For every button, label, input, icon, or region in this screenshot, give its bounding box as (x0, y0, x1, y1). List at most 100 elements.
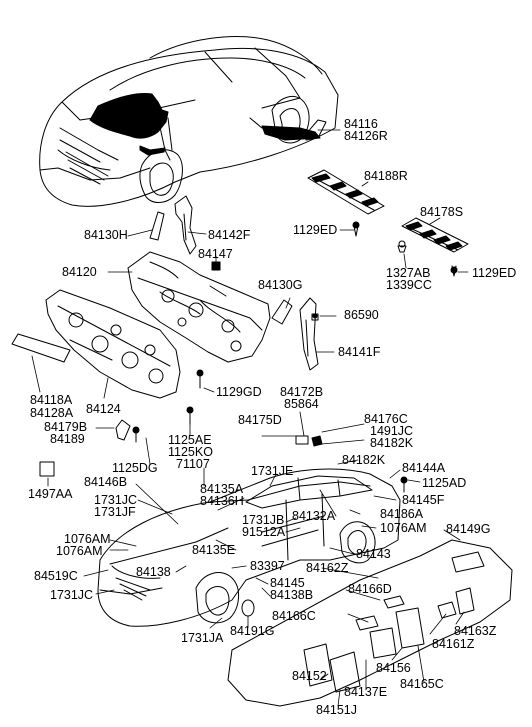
label-84130H: 84130H (84, 228, 128, 242)
label-84175D: 84175D (238, 413, 282, 427)
tag-1497AA-shape (39, 461, 55, 477)
label-84138: 84138 (136, 565, 171, 579)
label-86590: 86590 (344, 308, 379, 322)
clip-1327AB (397, 240, 407, 253)
label-1076AM-b: 1076AM (56, 544, 103, 558)
label-84176C: 84176C (364, 412, 408, 426)
label-84138B: 84138B (270, 588, 314, 602)
label-84120: 84120 (62, 265, 97, 279)
label-84191G: 84191G (230, 624, 275, 638)
strip-84178S (401, 217, 469, 253)
label-84124: 84124 (86, 402, 121, 416)
label-84189: 84189 (50, 432, 85, 446)
label-1327AB: 1327AB (386, 266, 431, 280)
label-84142F: 84142F (208, 228, 251, 242)
pad-84191G-shape (241, 599, 255, 617)
label-84151J: 84151J (316, 703, 358, 717)
bottom-car-illustration (97, 468, 401, 627)
label-84130G: 84130G (258, 278, 303, 292)
pad-84118A-shape (11, 333, 71, 363)
item-84172B-shape (295, 435, 309, 445)
label-1497AA: 1497AA (28, 487, 73, 501)
label-84186A: 84186A (380, 507, 424, 521)
label-84163Z: 84163Z (454, 624, 497, 638)
label-1125KO: 1125KO (168, 445, 213, 459)
screw-1125AE (186, 406, 194, 425)
leader-lines (31, 129, 469, 707)
label-1731JB: 1731JB (242, 513, 285, 527)
label-84519C: 84519C (34, 569, 78, 583)
label-1129GD: 1129GD (216, 385, 262, 399)
label-84141F: 84141F (338, 345, 381, 359)
label-84182K-a: 84182K (370, 436, 414, 450)
label-1491JC: 1491JC (370, 424, 414, 438)
label-85864: 85864 (284, 397, 319, 411)
label-1731JA: 1731JA (181, 631, 224, 645)
screw-1129GD (196, 369, 204, 389)
label-84147: 84147 (198, 247, 233, 261)
label-1129ED-a: 1129ED (293, 223, 338, 237)
label-1731JF: 1731JF (94, 505, 136, 519)
label-71107: 71107 (176, 457, 210, 471)
label-1129ED-b: 1129ED (472, 266, 517, 280)
label-84165C: 84165C (400, 677, 444, 691)
dash-insulator-84120 (127, 251, 271, 363)
label-84188R: 84188R (364, 169, 408, 183)
label-84178S: 84178S (420, 205, 464, 219)
top-car-illustration (39, 36, 339, 207)
label-1731JE: 1731JE (251, 464, 294, 478)
label-84137E: 84137E (344, 685, 388, 699)
strip-84188R (307, 169, 385, 215)
label-91512A: 91512A (242, 525, 286, 539)
label-84146B: 84146B (84, 475, 128, 489)
label-84126R: 84126R (344, 129, 388, 143)
label-84166C: 84166C (272, 609, 316, 623)
insulator-84124 (45, 289, 181, 399)
hood-insulator-shape (89, 93, 169, 139)
label-84162Z: 84162Z (306, 561, 349, 575)
label-84128A: 84128A (30, 406, 74, 420)
label-84135E: 84135E (192, 543, 236, 557)
label-84136H: 84136H (200, 494, 244, 508)
label-84135A: 84135A (200, 482, 244, 496)
clip-84147-shape (211, 261, 221, 271)
label-1125AE: 1125AE (168, 433, 212, 447)
label-84132A: 84132A (292, 509, 336, 523)
label-1076AM-r: 1076AM (380, 521, 427, 535)
label-84152: 84152 (292, 669, 327, 683)
bracket-84142F-shape (174, 195, 197, 255)
screw-84189 (132, 426, 140, 443)
clip-84182K-shape (311, 435, 323, 447)
floor-insulator-84149G (227, 539, 513, 707)
label-84145: 84145 (270, 576, 305, 590)
label-84149G: 84149G (446, 522, 491, 536)
screw-1125AD (400, 476, 408, 493)
bolt-1129ED-b (450, 265, 458, 277)
label-1125AD: 1125AD (422, 476, 467, 490)
label-1125DG: 1125DG (112, 461, 158, 475)
bolt-1129ED-a (352, 221, 360, 237)
pad-84130G-shape (271, 299, 293, 325)
label-84116: 84116 (344, 117, 378, 131)
label-1731JC-b: 1731JC (50, 588, 94, 602)
bracket-84141F-shape (299, 297, 319, 371)
label-84172B: 84172B (280, 385, 324, 399)
label-84161Z: 84161Z (432, 637, 475, 651)
label-1731JC: 1731JC (94, 493, 138, 507)
label-84144A: 84144A (402, 461, 446, 475)
label-84145F: 84145F (402, 493, 445, 507)
label-1076AM-a: 1076AM (64, 532, 111, 546)
label-83397: 83397 (250, 559, 285, 573)
label-84179B: 84179B (44, 420, 88, 434)
label-84166D: 84166D (348, 582, 392, 596)
pad-84130H-shape (149, 211, 165, 241)
cowl-panel-shape (139, 145, 166, 156)
label-1339CC: 1339CC (386, 278, 432, 292)
label-84156: 84156 (376, 661, 411, 675)
clip-84179B (115, 419, 131, 441)
label-84143: 84143 (356, 547, 391, 561)
label-84118A: 84118A (30, 393, 73, 407)
label-84182K-b: 84182K (342, 453, 386, 467)
